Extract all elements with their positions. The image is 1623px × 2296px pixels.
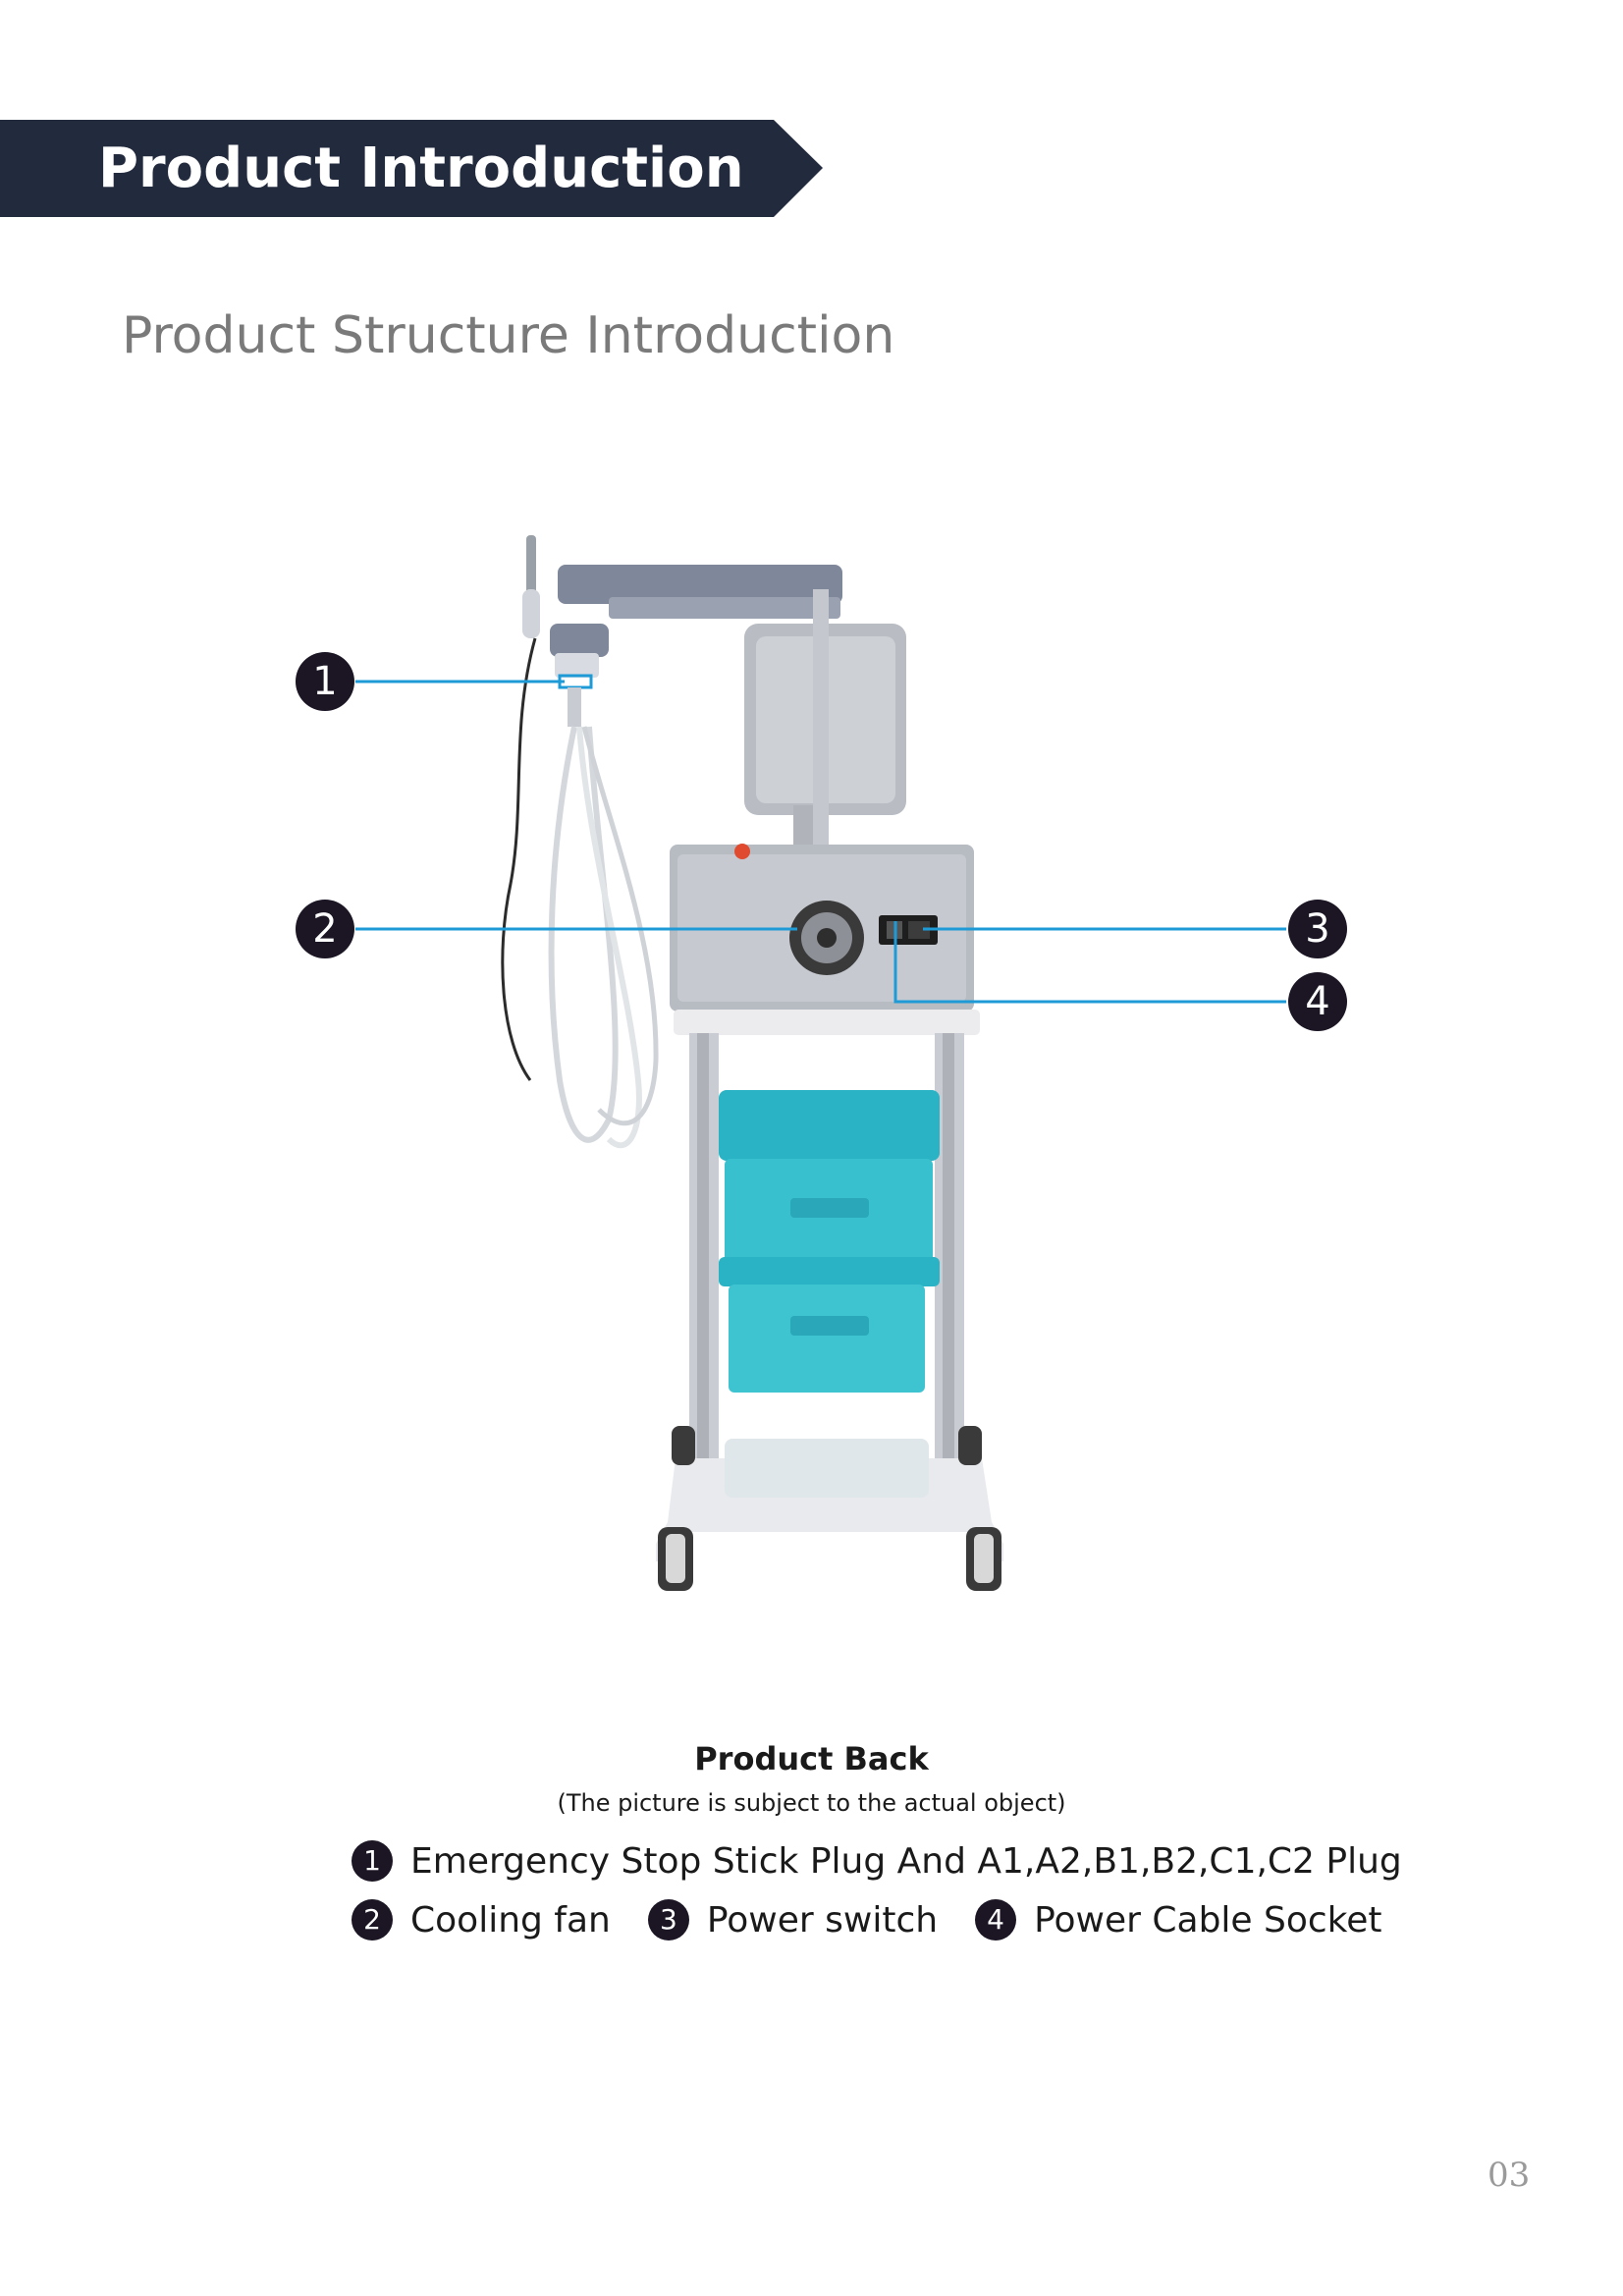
main-unit: [670, 844, 974, 1011]
legend-num-1: 1: [352, 1840, 393, 1882]
callout-2: 2: [296, 900, 354, 958]
legend-row-1: 1 Emergency Stop Stick Plug And A1,A2,B1…: [352, 1840, 1402, 1882]
page-number: 03: [1488, 2156, 1531, 2195]
callout-3: 3: [1288, 900, 1347, 958]
caption-title: Product Back: [694, 1740, 929, 1777]
product-figure: 1 2 3 4: [0, 530, 1623, 1611]
legend-label-4: Power Cable Socket: [1034, 1899, 1382, 1941]
banner-shape: [0, 120, 823, 217]
header-banner: Product Introduction: [0, 120, 823, 217]
legend-label-2: Cooling fan: [410, 1899, 611, 1941]
legend-num-4: 4: [975, 1899, 1017, 1941]
cart-base: [656, 1426, 1003, 1591]
legend-label-1: Emergency Stop Stick Plug And A1,A2,B1,B…: [410, 1840, 1402, 1882]
pole: [813, 589, 829, 874]
legend-label-3: Power switch: [706, 1899, 939, 1941]
legend-num-3: 3: [647, 1899, 689, 1941]
legend-row-2: 2 Cooling fan 3 Power switch 4 Power Cab…: [352, 1899, 1382, 1941]
caption-note: (The picture is subject to the actual ob…: [557, 1789, 1066, 1817]
page-title: Product Introduction: [98, 137, 744, 200]
emergency-stop-icon: [734, 844, 750, 859]
callout-lines: [355, 680, 1286, 1004]
drawers: [719, 1090, 940, 1393]
cart-frame: [674, 1010, 980, 1465]
section-subtitle: Product Structure Introduction: [122, 306, 895, 365]
handpiece-arm: [522, 535, 842, 727]
product-illustration: [355, 535, 1286, 1591]
cables: [501, 637, 659, 1149]
legend-num-2: 2: [352, 1899, 393, 1941]
callout-4: 4: [1288, 972, 1347, 1031]
callout-1: 1: [296, 652, 354, 711]
